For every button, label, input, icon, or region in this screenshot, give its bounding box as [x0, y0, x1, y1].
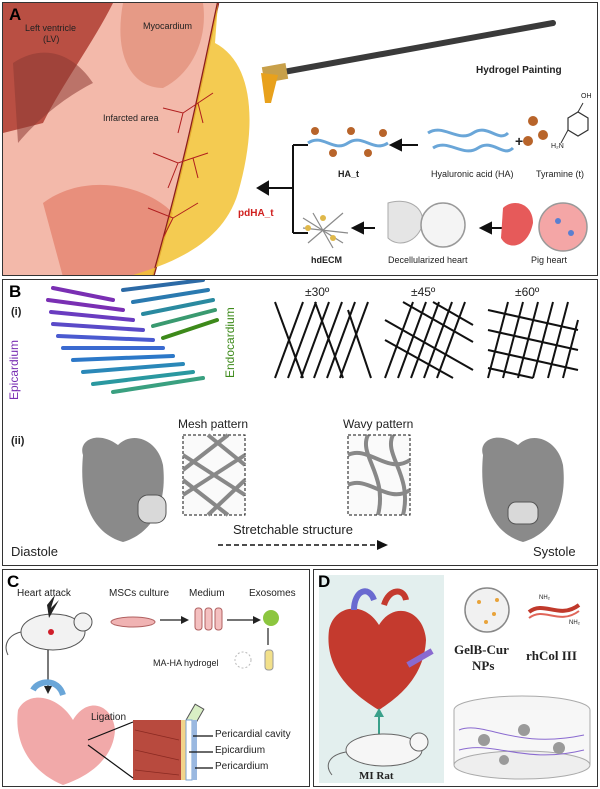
- myocardium-shape: [120, 3, 204, 88]
- maha-label: MA-HA hydrogel: [153, 658, 219, 668]
- lv-label-2: (LV): [43, 34, 60, 44]
- decell-label: Decellularized heart: [388, 255, 468, 265]
- infarcted-label: Infarcted area: [103, 113, 159, 123]
- tyramine-label: Tyramine (t): [536, 169, 585, 179]
- heart-diastole: [82, 437, 164, 542]
- gelb-nps-label: NPs: [472, 658, 495, 673]
- hydrogel-painting-label: Hydrogel Painting: [476, 65, 562, 76]
- pig-zoom-circle: [538, 202, 588, 252]
- panel-d-label: D: [318, 572, 331, 591]
- nh2-label-2: NH₂: [569, 620, 580, 626]
- fiber-stack: [46, 280, 219, 394]
- mesh-60: [487, 301, 579, 379]
- oh-label: OH: [581, 93, 592, 100]
- panel-b-label: B: [9, 282, 22, 301]
- hydrogel-coating: [133, 3, 250, 275]
- pdha-t-label: pdHA_t: [238, 208, 274, 219]
- panel-a: A Left ventricle (LV) Myocardium Infarct…: [2, 2, 598, 276]
- h2n-label: H₂N: [551, 143, 564, 150]
- stretch-label: Stretchable structure: [233, 522, 353, 537]
- panel-a-illustration: [3, 3, 589, 275]
- ha-label: Hyaluronic acid (HA): [431, 169, 514, 179]
- panel-b: B (i) (ii) Epicardium Endocardium ±30º ±…: [2, 279, 598, 566]
- blood-vessels: [147, 92, 214, 239]
- endocardium-label: Endocardium: [223, 307, 237, 378]
- exosomes-label: Exosomes: [249, 588, 296, 599]
- epicardium-label: Epicardium: [7, 339, 21, 400]
- decell-zoom-circle: [420, 202, 466, 248]
- collagen-fiber: [527, 603, 581, 614]
- panel-b-illustration: [46, 280, 579, 550]
- hdecm-label: hdECM: [311, 255, 342, 265]
- angle-45-label: ±45º: [411, 285, 436, 299]
- nanoparticle: [464, 587, 510, 633]
- heart-systole: [482, 437, 564, 542]
- lightning-icon: [47, 595, 59, 618]
- syringe-d: [406, 648, 434, 668]
- rhcol-label: rhCol III: [526, 648, 577, 663]
- ha-t-label: HA_t: [338, 169, 360, 179]
- petri-dish: [110, 616, 156, 628]
- myocardium-label: Myocardium: [143, 21, 193, 31]
- panel-d: D GelB-Cur NPs rhCol III NH₂ NH₂ MI Rat: [313, 569, 598, 787]
- panel-a-label: A: [9, 5, 22, 24]
- sub-ii-label: (ii): [11, 435, 25, 447]
- angle-60-label: ±60º: [515, 285, 540, 299]
- pericardium-label: Pericardium: [215, 761, 269, 772]
- heart-c: [17, 697, 115, 785]
- pericardial-cavity-label: Pericardial cavity: [215, 729, 291, 740]
- pig-heart-label: Pig heart: [531, 255, 568, 265]
- gelb-cur-label: GelB-Cur: [454, 642, 509, 657]
- medium-label: Medium: [189, 588, 225, 599]
- ligation-label: Ligation: [91, 712, 127, 723]
- panel-d-illustration: [319, 575, 591, 783]
- exosome-icon: [263, 610, 279, 626]
- mesh-45: [384, 301, 474, 379]
- heart-d: [328, 608, 426, 710]
- plus-sign: +: [515, 133, 524, 149]
- mesh-pattern-label: Mesh pattern: [178, 417, 249, 431]
- mscs-label: MSCs culture: [109, 588, 170, 599]
- mi-rat-label: MI Rat: [359, 770, 394, 782]
- brush-handle: [275, 20, 556, 76]
- systole-label: Systole: [533, 544, 576, 559]
- epicardium-c-label: Epicardium: [215, 745, 266, 756]
- panel-c-illustration: [5, 595, 279, 785]
- wavy-pattern-label: Wavy pattern: [343, 417, 414, 431]
- tissue-block: [133, 720, 181, 780]
- mesh-30: [273, 301, 373, 379]
- nh2-label-1: NH₂: [539, 595, 550, 601]
- diastole-label: Diastole: [11, 544, 58, 559]
- panel-c: C Heart attack MSCs culture Medium Exoso…: [2, 569, 310, 787]
- panel-c-label: C: [7, 572, 20, 591]
- sub-i-label: (i): [11, 306, 22, 318]
- angle-30-label: ±30º: [305, 285, 330, 299]
- lv-label-1: Left ventricle: [25, 23, 77, 33]
- brush-tip: [261, 73, 278, 103]
- heart-attack-label: Heart attack: [17, 588, 71, 599]
